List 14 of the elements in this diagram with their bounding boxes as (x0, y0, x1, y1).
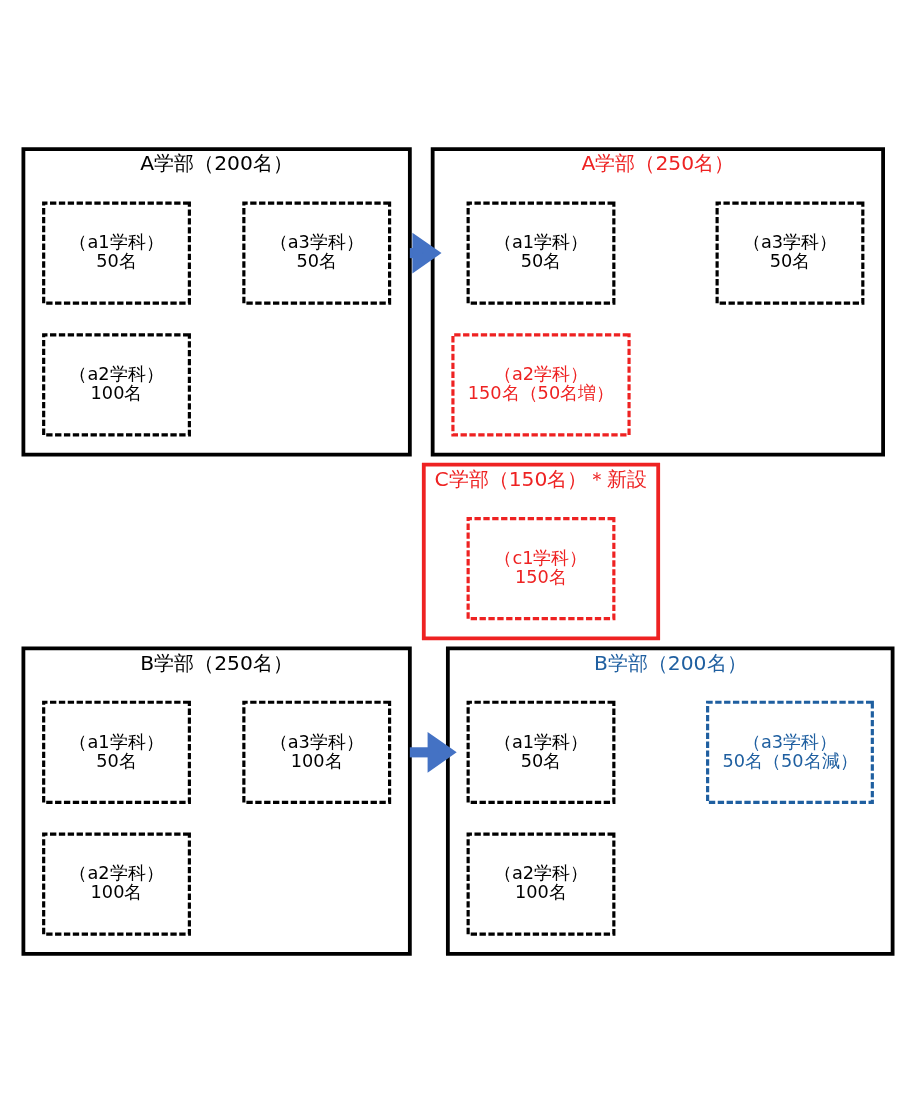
node-box: （a1学科） 50名 (42, 700, 191, 804)
node-box: （a1学科） 50名 (466, 700, 616, 804)
node-box: （a3学科） 50名（50名減） (706, 700, 874, 804)
node-box: （a2学科） 100名 (466, 832, 616, 936)
node-box: （a1学科） 50名 (466, 201, 616, 305)
node-box: （c1学科） 150名 (466, 516, 616, 621)
node-box: （a3学科） 50名 (242, 201, 392, 305)
arrow (409, 731, 457, 773)
node-box: （a1学科） 50名 (42, 201, 191, 305)
node-box: （a2学科） 150名（50名増） (451, 333, 631, 437)
node-box: （a2学科） 100名 (42, 832, 191, 936)
node-box: （a3学科） 100名 (242, 700, 392, 804)
node-box: （a3学科） 50名 (715, 201, 865, 305)
node-box: （a2学科） 100名 (42, 333, 191, 437)
